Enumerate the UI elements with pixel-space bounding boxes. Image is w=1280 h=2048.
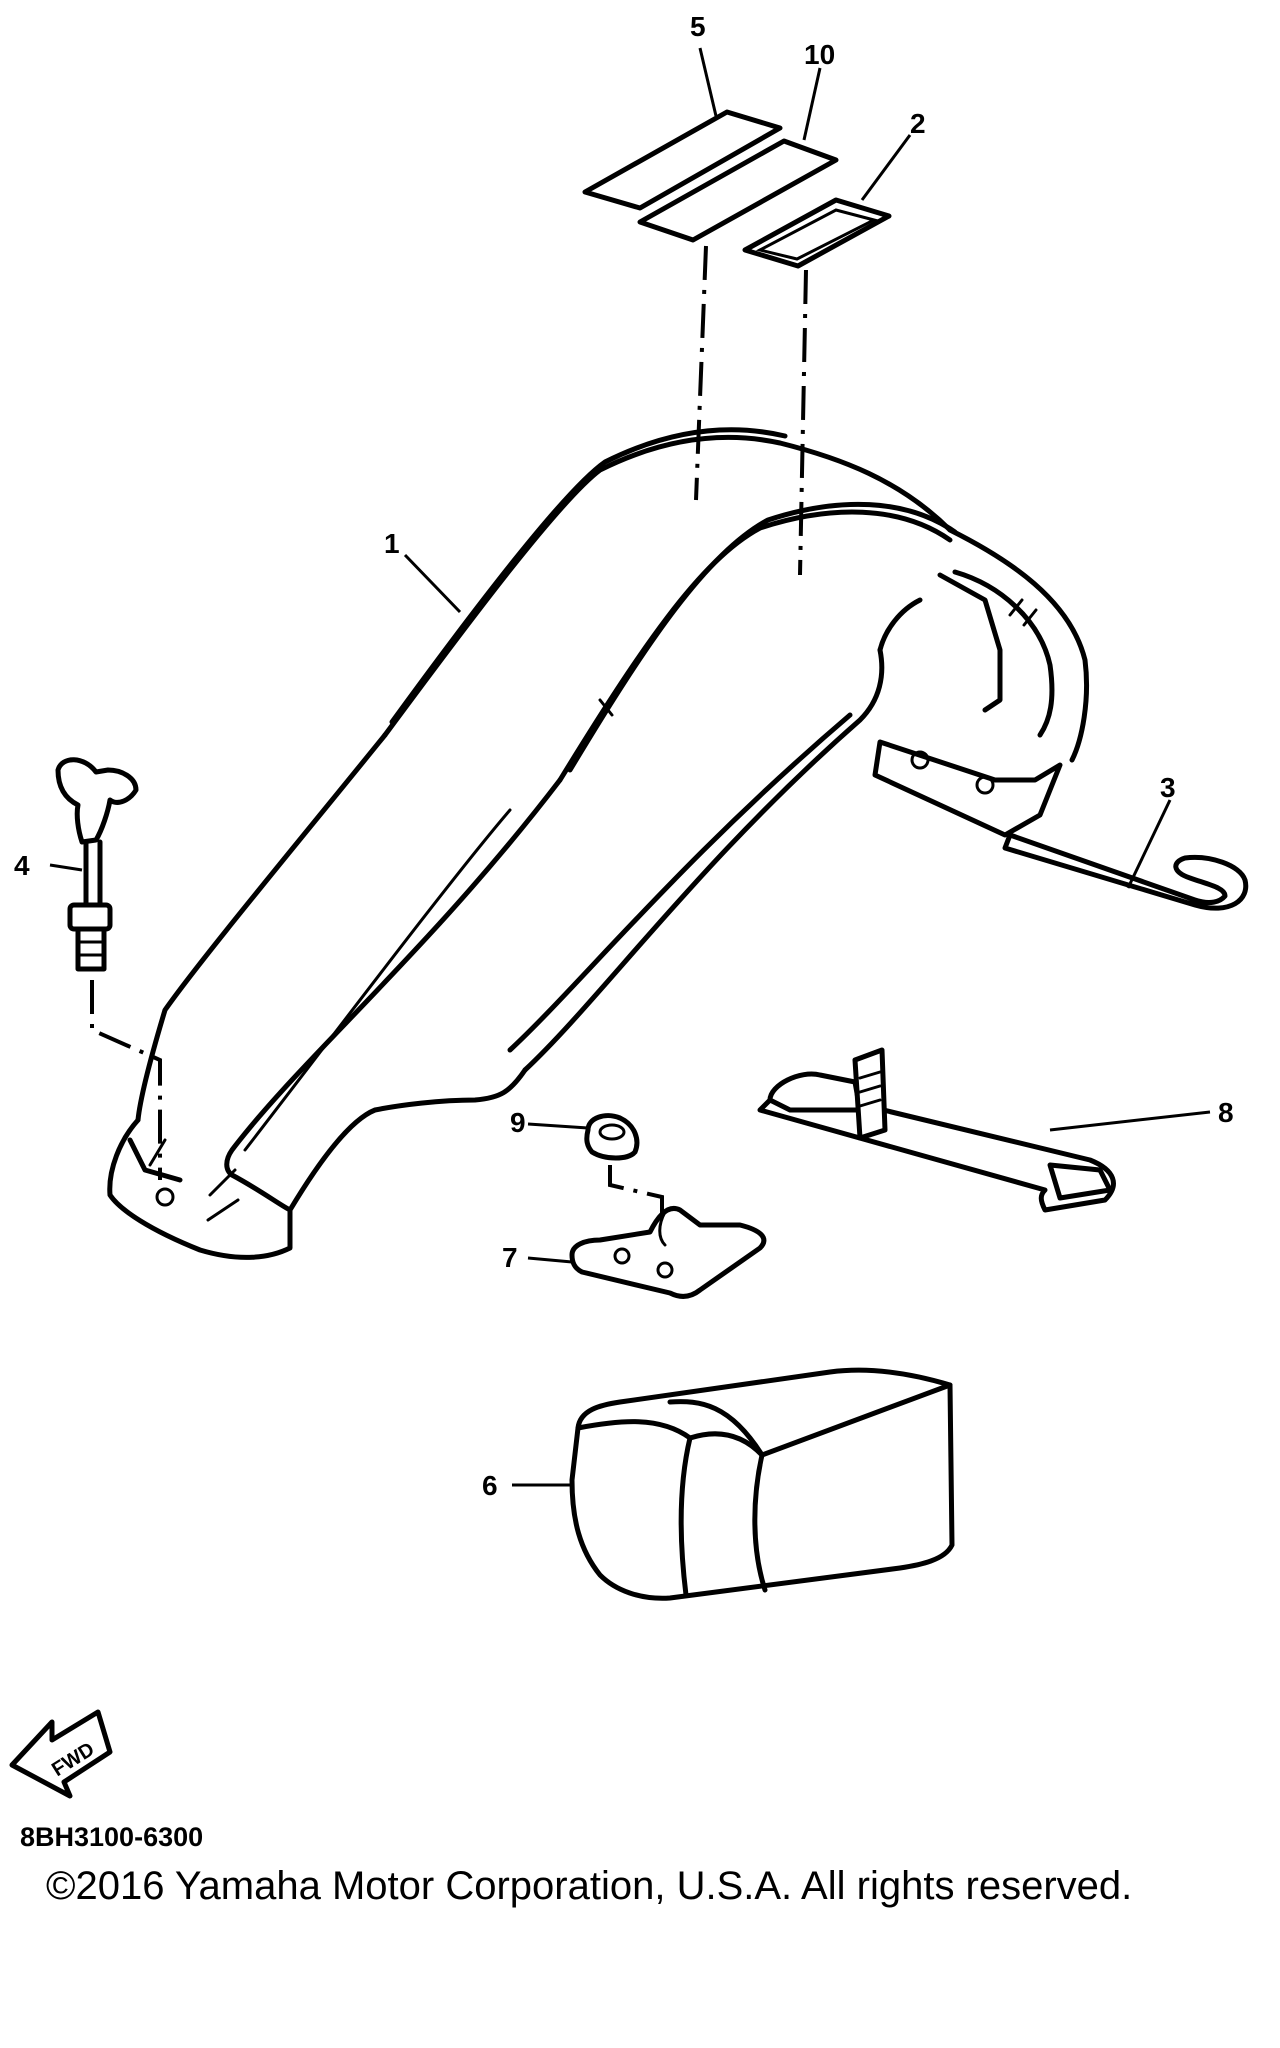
strap[interactable]	[757, 1047, 1116, 1213]
callout-1[interactable]: 1	[384, 528, 400, 559]
leader-8	[1049, 1110, 1211, 1132]
tool-kit[interactable]	[569, 1367, 955, 1601]
fwd-arrow-icon: FWD	[9, 1709, 113, 1799]
leader-7	[527, 1256, 573, 1264]
leader-2	[860, 134, 912, 201]
wing-bolt[interactable]	[55, 757, 139, 972]
decal-10[interactable]	[637, 138, 839, 243]
drawing-code: 8BH3100-6300	[20, 1822, 204, 1852]
callout-3[interactable]: 3	[1160, 772, 1176, 803]
bolt-guide-line	[90, 980, 162, 1180]
callout-9[interactable]: 9	[510, 1107, 526, 1138]
rod[interactable]	[1002, 832, 1249, 911]
decal-guide-line	[798, 269, 808, 576]
callout-2[interactable]: 2	[910, 108, 926, 139]
callout-7[interactable]: 7	[502, 1242, 518, 1273]
decal-2[interactable]	[742, 197, 892, 269]
callout-6[interactable]: 6	[482, 1470, 498, 1501]
leader-4	[49, 863, 83, 872]
rear-fender[interactable]	[107, 427, 1090, 1260]
copyright-notice: ©2016 Yamaha Motor Corporation, U.S.A. A…	[46, 1864, 1133, 1908]
decal-guide-line	[694, 245, 708, 501]
leader-10	[802, 67, 822, 141]
bracket-plate[interactable]	[569, 1206, 767, 1299]
leader-3	[1126, 799, 1172, 889]
leader-9	[527, 1122, 589, 1130]
callout-10[interactable]: 10	[804, 39, 835, 70]
callout-8[interactable]: 8	[1218, 1097, 1234, 1128]
leader-1	[403, 553, 462, 614]
nut[interactable]	[584, 1113, 640, 1161]
callout-5[interactable]: 5	[690, 11, 706, 42]
leader-5	[698, 47, 718, 117]
callout-4[interactable]: 4	[14, 850, 30, 881]
decal-5[interactable]	[582, 109, 783, 211]
